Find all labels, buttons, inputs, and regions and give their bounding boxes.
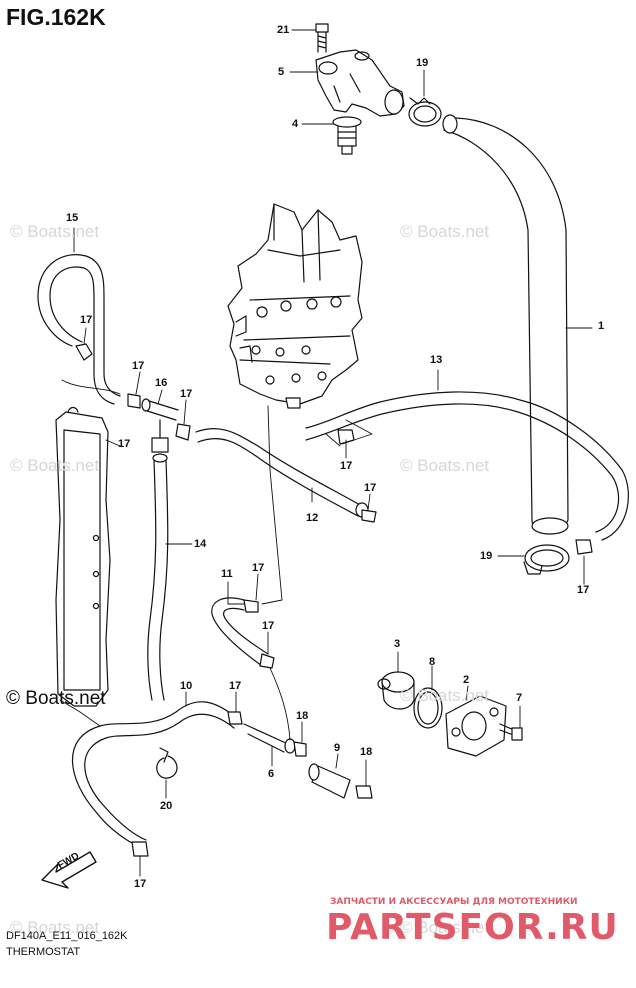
callout-7: 7 <box>516 692 523 704</box>
callout-8: 8 <box>429 656 436 668</box>
callout-11: 11 <box>221 568 233 580</box>
watermark-dark: © Boats.net <box>6 688 106 709</box>
bolt-part-21 <box>315 23 329 53</box>
callout-13: 13 <box>430 354 443 366</box>
brand-logo: PARTSFOR.RU <box>326 907 619 948</box>
diagram-subtitle: THERMOSTAT <box>6 946 81 958</box>
callout-10: 10 <box>180 680 193 692</box>
watermark: © Boats.net <box>400 222 490 241</box>
watermark: © Boats.net <box>400 456 490 475</box>
callout-4: 4 <box>292 118 299 130</box>
callout-17-e: 17 <box>340 460 353 472</box>
bolt-part-7 <box>499 723 523 741</box>
callout-19-bottom: 19 <box>480 550 493 562</box>
callout-1: 1 <box>598 320 605 332</box>
callout-19-top: 19 <box>416 57 429 69</box>
watermark: © Boats.net <box>10 222 100 241</box>
engine-block <box>227 203 363 405</box>
hose-part-1 <box>442 114 569 535</box>
callout-9: 9 <box>334 742 341 754</box>
watermark: © Boats.net <box>400 686 490 705</box>
callout-20: 20 <box>160 800 173 812</box>
joint-part-16 <box>141 398 179 453</box>
callout-17-j: 17 <box>229 680 242 692</box>
callout-17-i: 17 <box>262 620 275 632</box>
clamp-part-19-top <box>408 97 442 127</box>
clamp-part-19-bottom <box>523 544 570 575</box>
hose-part-15 <box>37 254 121 405</box>
callout-18-a: 18 <box>296 710 309 722</box>
callout-5: 5 <box>278 66 285 78</box>
hose-part-14 <box>147 453 169 701</box>
callout-16: 16 <box>155 377 168 389</box>
watermark: © Boats.net <box>10 456 100 475</box>
callout-12: 12 <box>306 512 319 524</box>
callout-2: 2 <box>463 674 470 686</box>
thermostat-housing-part-5 <box>315 49 405 117</box>
callout-6: 6 <box>268 768 275 780</box>
callout-17-h: 17 <box>252 562 265 574</box>
callout-21: 21 <box>277 24 290 36</box>
callout-17-d: 17 <box>118 438 131 450</box>
watermark: © Boats.net <box>400 918 490 937</box>
brand-tagline: ЗАПЧАСТИ И АКСЕССУАРЫ ДЛЯ МОТОТЕХНИКИ <box>330 897 578 907</box>
callout-17-k: 17 <box>134 878 147 890</box>
hose-part-13 <box>305 391 629 541</box>
thermostat-part-4 <box>332 116 362 155</box>
callout-18-b: 18 <box>360 746 373 758</box>
watermark: © Boats.net <box>10 918 100 937</box>
callout-17-f: 17 <box>364 482 377 494</box>
o-ring-part-8 <box>413 687 443 729</box>
figure-title: FIG.162K <box>6 4 106 30</box>
fwd-arrow-icon <box>41 851 97 889</box>
callout-17-g: 17 <box>577 584 590 596</box>
callout-3: 3 <box>394 638 401 650</box>
callout-15: 15 <box>66 212 79 224</box>
callout-17-b: 17 <box>132 360 145 372</box>
joint-part-6 <box>243 723 296 754</box>
hose-part-9 <box>308 763 351 799</box>
hose-part-12 <box>195 427 369 518</box>
clip-part-20 <box>156 747 178 779</box>
callout-17-c: 17 <box>180 388 193 400</box>
diagram-code: DF140A_E11_016_162K <box>6 930 128 942</box>
callout-14: 14 <box>194 538 207 550</box>
hose-part-11 <box>211 597 269 667</box>
clamps <box>75 343 593 857</box>
cover-part-2 <box>445 695 507 757</box>
outlet-plate <box>55 406 111 707</box>
leader-lines <box>59 29 593 877</box>
callout-17-a: 17 <box>80 314 93 326</box>
